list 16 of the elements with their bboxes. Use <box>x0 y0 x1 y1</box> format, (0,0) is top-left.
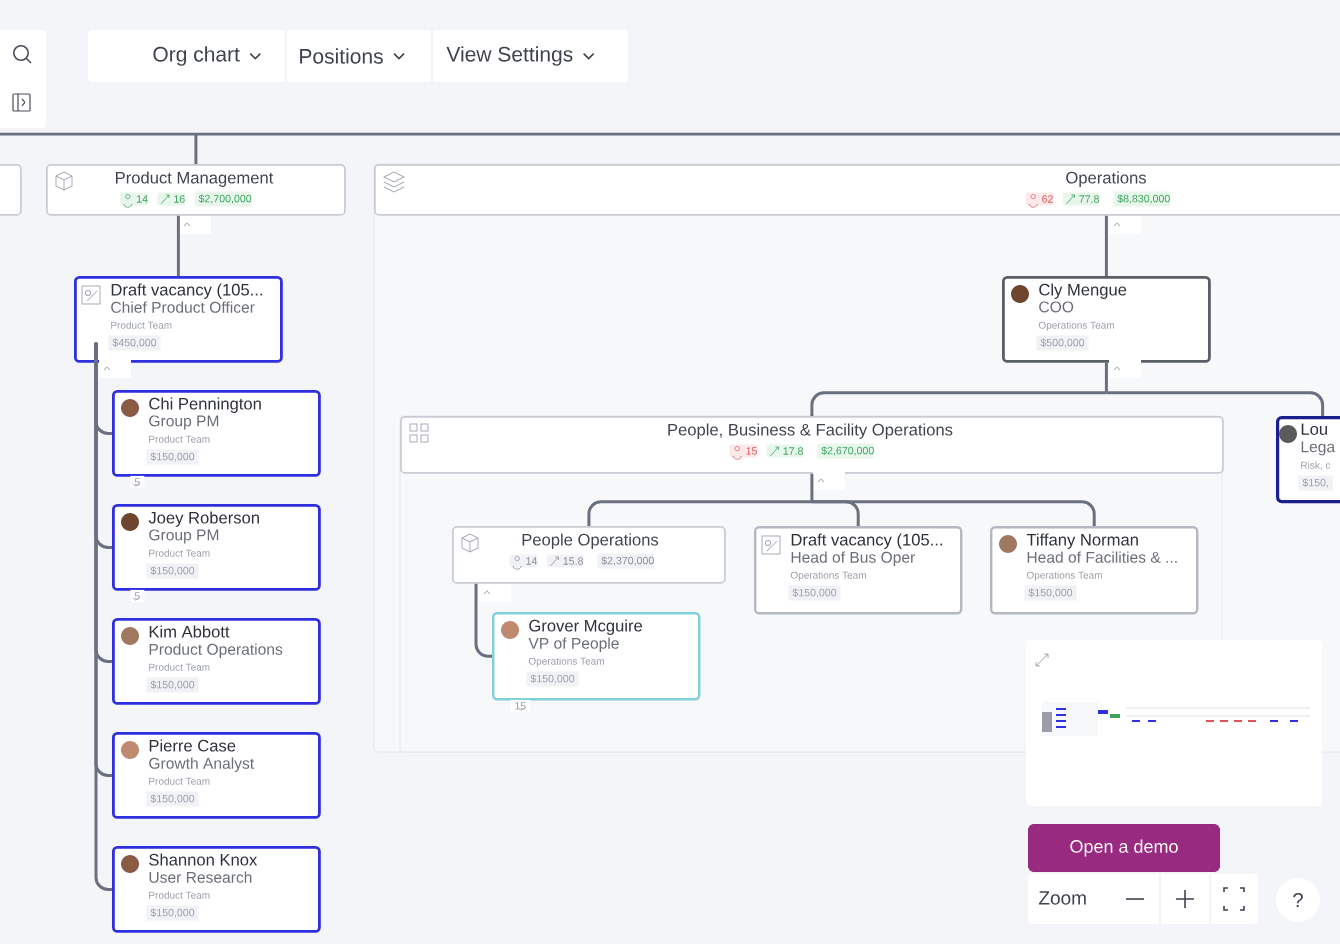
connector-line <box>810 391 1107 416</box>
zoom-label: Zoom <box>1039 891 1086 905</box>
connector-line <box>810 473 814 502</box>
dropdown-menu: Org chart <box>153 46 262 66</box>
connector-line <box>1106 391 1325 416</box>
connector-line <box>587 500 812 526</box>
group-box <box>0 164 22 216</box>
connector-line <box>194 134 198 164</box>
help-button: ? <box>1276 878 1320 922</box>
connector-line <box>811 500 1096 526</box>
connector-line <box>176 215 180 276</box>
connector-line <box>1104 362 1108 393</box>
dropdown-menu: Positions <box>300 48 405 64</box>
demo-button: Open a demo <box>1028 824 1220 872</box>
dropdown-menu: View Settings <box>446 46 595 66</box>
connector-line <box>1104 215 1108 276</box>
